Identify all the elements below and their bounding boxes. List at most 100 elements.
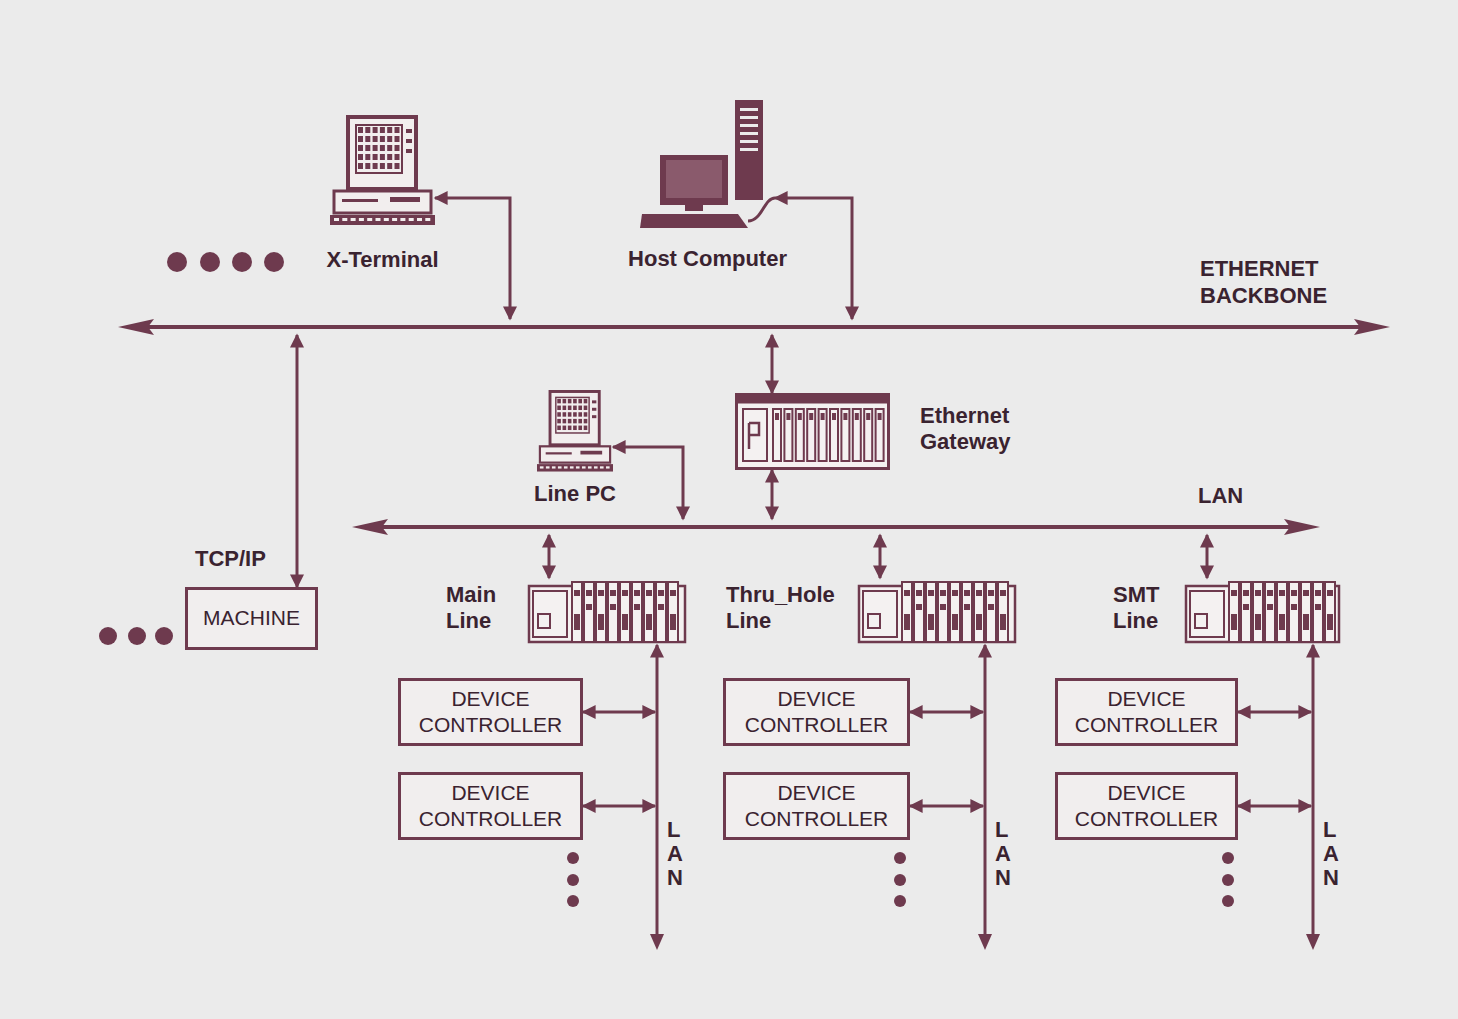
- screen-texture: [365, 154, 370, 160]
- io-terminal: [976, 614, 982, 630]
- card-slot: [796, 409, 804, 461]
- cpu-port: [538, 614, 550, 628]
- io-module: [1229, 582, 1239, 642]
- connector-arrow: [1238, 805, 1311, 808]
- screen-texture: [380, 154, 385, 160]
- continuation-dot: [894, 874, 906, 886]
- io-module: [572, 582, 582, 642]
- bus-line: [656, 690, 659, 940]
- screen-texture: [380, 127, 385, 133]
- key: [376, 218, 381, 221]
- io-led: [1000, 590, 1006, 596]
- key: [342, 218, 347, 221]
- line-pc-art: [537, 391, 613, 471]
- continuation-dot: [567, 895, 579, 907]
- screen-texture: [380, 145, 385, 151]
- cpu-module: [1190, 591, 1224, 637]
- connector-arrow: [656, 645, 659, 690]
- bus-line: [1312, 690, 1315, 940]
- key: [351, 218, 356, 221]
- io-terminal: [646, 614, 652, 630]
- io-led: [916, 604, 922, 610]
- tower: [735, 100, 763, 200]
- io-led: [634, 590, 640, 596]
- io-module: [914, 582, 924, 642]
- plc-icon: Thru_Hole Line: [858, 578, 1016, 645]
- continuation-dot: [567, 852, 579, 864]
- screen: [356, 125, 402, 173]
- key: [359, 218, 364, 221]
- screen-texture: [578, 399, 582, 403]
- screen-texture: [373, 163, 378, 169]
- connector-arrow: [984, 645, 987, 690]
- bus-label: LAN: [1323, 818, 1345, 891]
- connector-arrow: [548, 535, 551, 578]
- card-led: [798, 413, 802, 420]
- connector-arrow: [296, 335, 299, 587]
- base-unit: [334, 191, 431, 213]
- screen-texture: [584, 412, 588, 416]
- knob: [406, 149, 412, 153]
- card-slot: [876, 409, 884, 461]
- io-led: [598, 590, 604, 596]
- io-led: [1279, 590, 1285, 596]
- screen-texture: [563, 419, 567, 423]
- knob: [406, 129, 412, 133]
- io-terminal: [670, 614, 676, 630]
- drive-slot: [390, 197, 420, 202]
- box-label: DEVICE CONTROLLER: [734, 780, 899, 833]
- io-led: [1315, 590, 1321, 596]
- box-label: DEVICE CONTROLLER: [734, 686, 899, 739]
- io-module: [1253, 582, 1263, 642]
- screen-texture: [563, 399, 567, 403]
- knob: [592, 415, 596, 418]
- io-led: [658, 604, 664, 610]
- device-controller-box: DEVICE CONTROLLER: [723, 678, 910, 746]
- io-led: [1243, 604, 1249, 610]
- host-computer-icon: Host Computer: [640, 100, 775, 230]
- io-led: [658, 590, 664, 596]
- io-module: [1301, 582, 1311, 642]
- io-module: [668, 582, 678, 642]
- screen-texture: [373, 145, 378, 151]
- screen-texture: [573, 412, 577, 416]
- bus-arrowhead: [978, 934, 992, 950]
- card-led: [786, 413, 790, 420]
- rack-top: [737, 395, 889, 404]
- device-label: Line PC: [534, 481, 616, 507]
- rack: [737, 395, 889, 469]
- bus-arrowhead: [650, 934, 664, 950]
- io-module: [1265, 582, 1275, 642]
- continuation-dot: [155, 627, 173, 645]
- continuation-dot: [200, 252, 220, 272]
- io-module: [644, 582, 654, 642]
- io-led: [988, 604, 994, 610]
- continuation-dot: [167, 252, 187, 272]
- cable: [748, 198, 775, 221]
- continuation-dot: [894, 852, 906, 864]
- key: [606, 466, 610, 468]
- io-module: [926, 582, 936, 642]
- keyboard: [640, 214, 748, 228]
- io-led: [610, 590, 616, 596]
- keyboard: [330, 215, 435, 225]
- screen-texture: [395, 136, 400, 142]
- io-led: [1315, 604, 1321, 610]
- plc-icon: SMT Line: [1185, 578, 1340, 645]
- io-module: [986, 582, 996, 642]
- plc-icon: [1185, 578, 1340, 645]
- connector-arrow: [435, 198, 510, 319]
- plc-icon: [528, 578, 686, 645]
- io-terminal: [904, 614, 910, 630]
- io-terminal: [1255, 614, 1261, 630]
- box-label: DEVICE CONTROLLER: [1066, 780, 1227, 833]
- screen-texture: [578, 419, 582, 423]
- io-led: [928, 590, 934, 596]
- key: [367, 218, 372, 221]
- io-terminal: [952, 614, 958, 630]
- bus-line: [984, 690, 987, 940]
- io-led: [964, 604, 970, 610]
- key: [570, 466, 574, 468]
- io-led: [964, 590, 970, 596]
- io-led: [574, 590, 580, 596]
